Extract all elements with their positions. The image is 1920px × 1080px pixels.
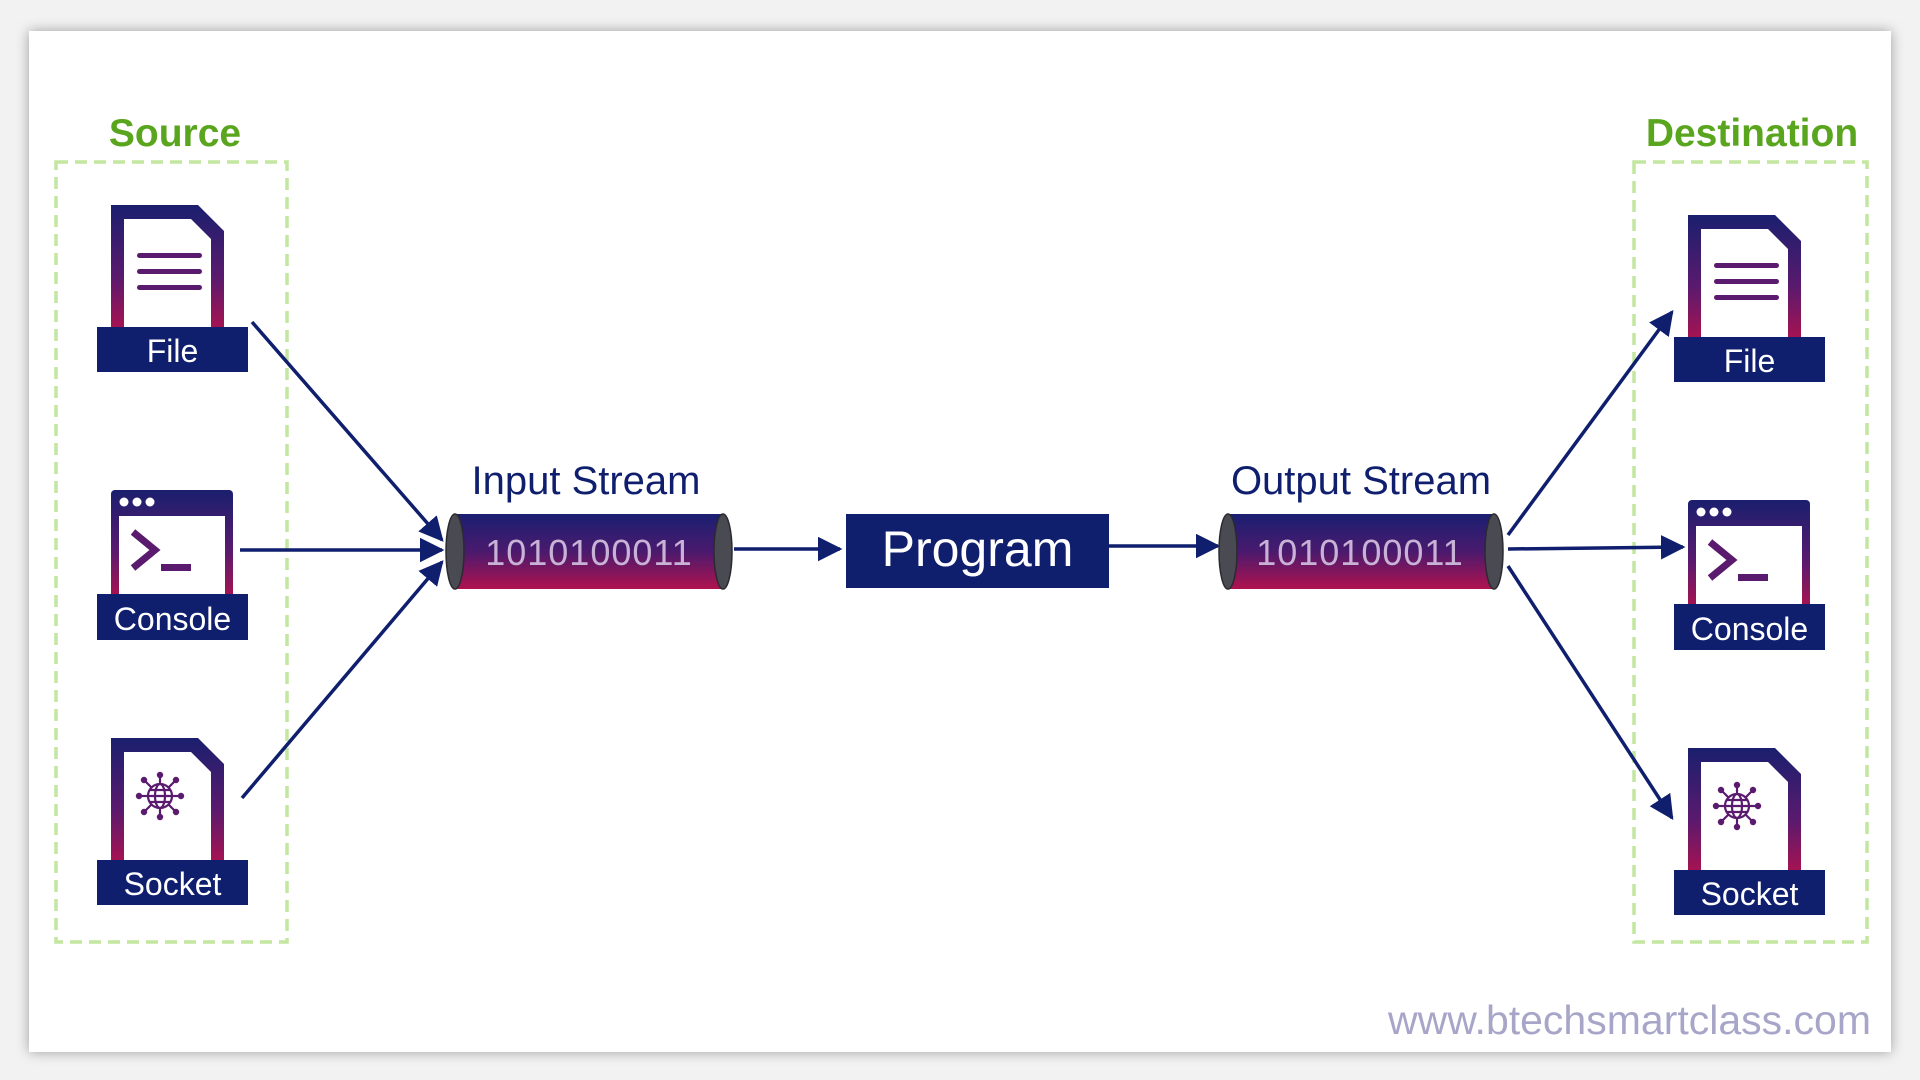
program-box: Program xyxy=(846,514,1109,588)
output-stream-tube: Output Stream 1010100011 xyxy=(1218,459,1504,590)
program-label: Program xyxy=(882,521,1074,577)
source-file-item[interactable]: File xyxy=(97,205,248,372)
input-stream-label: Input Stream xyxy=(471,459,700,503)
destination-console-label: Console xyxy=(1691,611,1808,647)
footer-watermark: www.btechsmartclass.com xyxy=(1387,997,1871,1043)
arrow-output-to-file xyxy=(1506,310,1674,537)
arrow-socket-to-input xyxy=(240,560,444,800)
source-title: Source xyxy=(109,112,241,155)
arrow-output-to-socket xyxy=(1506,565,1674,821)
destination-console-item[interactable]: Console xyxy=(1674,500,1825,650)
destination-file-item[interactable]: File xyxy=(1674,215,1825,382)
source-console-label: Console xyxy=(114,601,231,637)
destination-group-box xyxy=(1632,160,1869,944)
source-socket-label: Socket xyxy=(124,866,222,902)
source-file-label: File xyxy=(147,333,199,369)
input-stream-tube: Input Stream 1010100011 xyxy=(445,459,733,590)
source-socket-item[interactable]: Socket xyxy=(95,736,250,907)
destination-socket-item[interactable]: Socket xyxy=(1672,746,1827,917)
output-stream-label: Output Stream xyxy=(1231,459,1491,503)
source-group-box xyxy=(54,160,289,944)
source-console-item[interactable]: Console xyxy=(97,490,248,640)
arrow-output-to-console xyxy=(1507,535,1686,560)
input-stream-bits: 1010100011 xyxy=(485,532,693,573)
destination-title: Destination xyxy=(1646,112,1858,155)
output-stream-bits: 1010100011 xyxy=(1256,532,1464,573)
arrow-file-to-input xyxy=(250,320,444,542)
destination-file-label: File xyxy=(1724,343,1776,379)
destination-socket-label: Socket xyxy=(1701,876,1799,912)
